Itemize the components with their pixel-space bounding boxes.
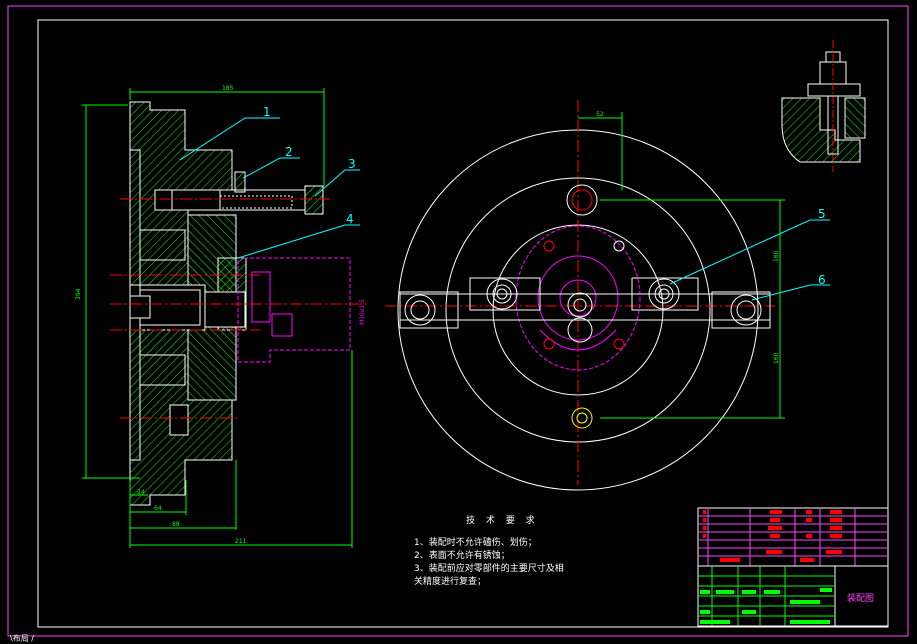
dim-left-height: 394 bbox=[75, 288, 82, 300]
dim-right-upper: 160 bbox=[773, 250, 780, 262]
top-view bbox=[385, 100, 830, 491]
dim-radial: 52 bbox=[596, 111, 604, 118]
layout-tab[interactable]: \布局 / bbox=[10, 634, 34, 643]
dim-right-lower: 160 bbox=[773, 352, 780, 364]
balloon-1: 1 bbox=[263, 105, 271, 119]
balloon-4: 4 bbox=[346, 212, 354, 226]
tech-requirement-2: 2、表面不允许有锈蚀； bbox=[414, 551, 510, 561]
dim-top-width: 185 bbox=[222, 85, 234, 92]
tech-requirement-3: 3、装配前应对零部件的主要尺寸及相 bbox=[414, 564, 564, 574]
tech-requirement-1: 1、装配时不允许磕伤、划伤； bbox=[414, 538, 537, 548]
title-block bbox=[697, 507, 889, 627]
tech-requirements-title: 技 术 要 求 bbox=[466, 516, 539, 526]
dim-side-label: M10x1.5 bbox=[359, 299, 366, 325]
dim-bottom-b: 64 bbox=[154, 505, 162, 512]
tech-requirement-4: 关精度进行复查； bbox=[414, 577, 487, 587]
balloon-5: 5 bbox=[818, 207, 826, 221]
balloon-2: 2 bbox=[285, 145, 293, 159]
detail-view bbox=[781, 40, 866, 172]
outer-border bbox=[7, 5, 909, 637]
dim-bottom-c: 88 bbox=[172, 521, 180, 528]
dim-bottom-a: 24 bbox=[137, 489, 145, 496]
inner-border bbox=[37, 19, 889, 628]
dim-bottom-total: 211 bbox=[235, 538, 247, 545]
balloon-3: 3 bbox=[348, 157, 356, 171]
balloon-6: 6 bbox=[818, 273, 826, 287]
drawing-title: 装配图 bbox=[847, 594, 875, 604]
section-view bbox=[82, 88, 370, 548]
